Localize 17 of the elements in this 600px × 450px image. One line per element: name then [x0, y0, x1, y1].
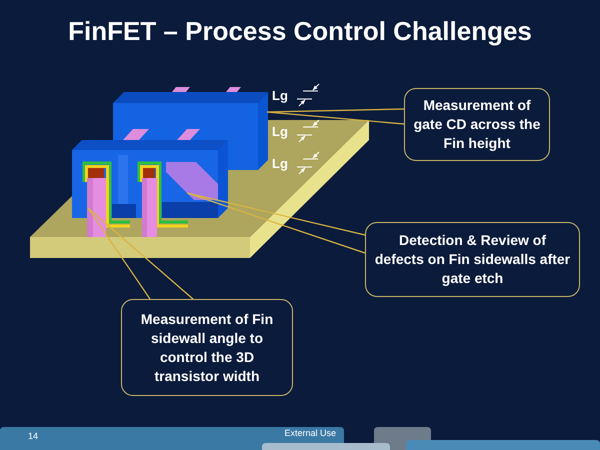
dimension-label: Lg	[272, 125, 288, 139]
callout-box	[365, 222, 580, 297]
callout-text: Measurement of Fin sidewall angle to control the 3D transistor width	[140, 310, 274, 386]
callout-box	[121, 299, 293, 396]
callout-box	[404, 88, 550, 161]
slide-title: FinFET – Process Control Challenges	[68, 16, 532, 46]
fin	[87, 178, 106, 237]
dimension-label: Lg	[272, 157, 288, 171]
leader-line	[186, 192, 366, 254]
leader-line	[87, 207, 194, 300]
page-number: 14	[28, 431, 38, 441]
callout-text: Detection & Review of defects on Fin sidewalls after gate etch	[374, 231, 572, 288]
callout-text: Measurement of gate CD across the Fin height	[412, 96, 542, 153]
leader-line	[266, 108, 405, 125]
fin-sidewall	[166, 162, 218, 200]
dimension-label: Lg	[272, 89, 288, 103]
footer-note: External Use	[284, 428, 336, 438]
